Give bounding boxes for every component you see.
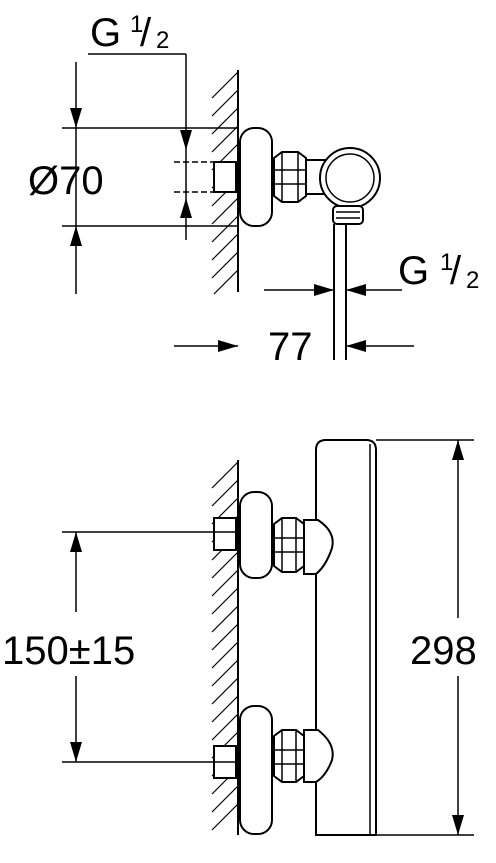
thread-dimension-right: G 1 / 2: [264, 249, 479, 296]
thread-label-top-den: 2: [156, 27, 169, 54]
outlet-nozzle: [332, 205, 364, 225]
depth-dimension: 77: [174, 325, 414, 369]
spacing-dimension: 150±15: [2, 531, 238, 763]
escutcheon: [239, 127, 273, 227]
hex-nut: [273, 151, 307, 203]
pipe-stub-upper: [213, 517, 237, 551]
depth-label: 77: [268, 325, 313, 369]
thread-label-top-num: 1: [130, 11, 143, 38]
thread-label-right-num: 1: [440, 249, 453, 276]
hex-nut-upper: [273, 517, 305, 573]
thread-dimension-top: G 1 / 2: [88, 11, 214, 240]
diameter-label: Ø70: [28, 159, 104, 203]
elbow-lower: [303, 729, 334, 783]
thermostat-body: [315, 439, 377, 836]
diameter-dimension: Ø70: [28, 62, 238, 294]
front-view: 150±15 298: [2, 439, 477, 836]
valve-body-top: [319, 147, 381, 209]
thread-label-top-slash: /: [140, 11, 152, 55]
thread-label-right-slash: /: [450, 249, 462, 293]
wall-hatching-top: [211, 70, 239, 295]
escutcheon-upper: [239, 491, 273, 579]
spacing-label: 150±15: [2, 629, 135, 673]
thread-label-right-main: G: [398, 249, 429, 293]
pipe-stub: [213, 161, 237, 193]
escutcheon-lower: [239, 705, 273, 835]
thread-label-top-main: G: [90, 11, 121, 55]
height-label: 298: [410, 629, 477, 673]
thread-label-right-den: 2: [466, 267, 479, 294]
top-view: G 1 / 2 Ø70 G 1 / 2: [28, 11, 479, 369]
height-dimension: 298: [376, 439, 477, 836]
elbow-upper: [303, 519, 334, 575]
hex-nut-lower: [273, 729, 305, 783]
